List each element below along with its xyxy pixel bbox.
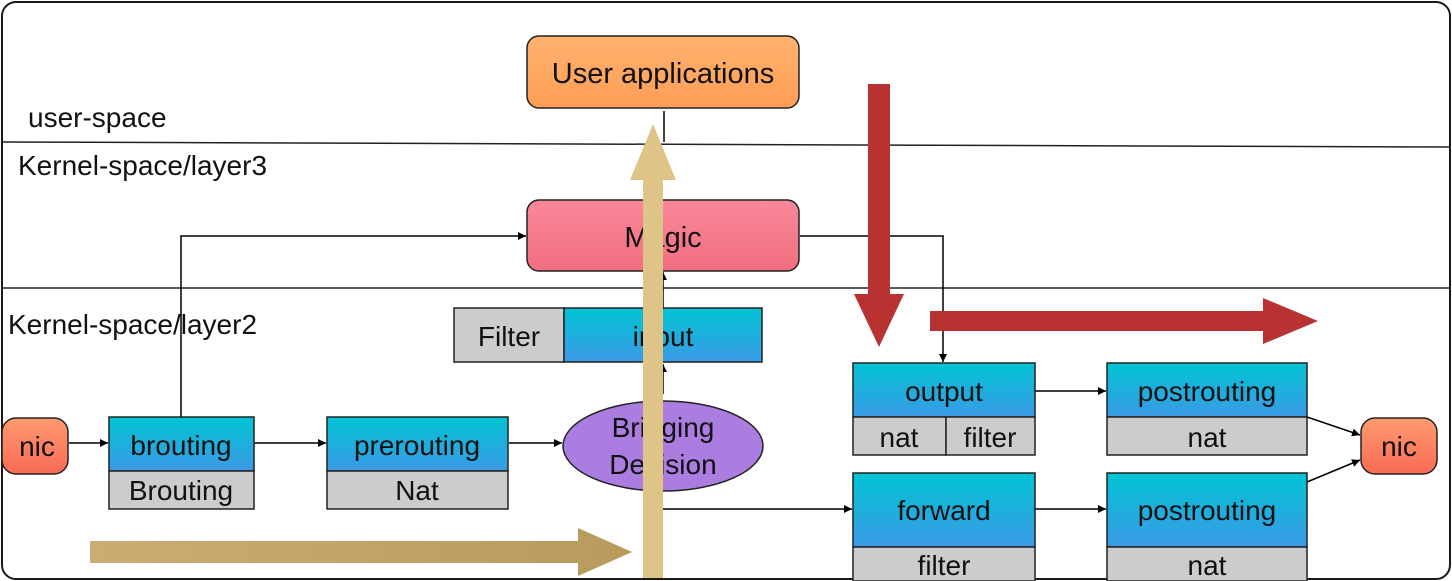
flow-arrow-ingress-right xyxy=(90,528,632,576)
brouting-hook-label: brouting xyxy=(130,430,231,461)
forward-hook-label: forward xyxy=(897,495,990,526)
forward-hook: forward filter xyxy=(852,472,1036,581)
output-table-filter-label: filter xyxy=(964,422,1017,453)
postrouting-bottom-table-label: nat xyxy=(1188,550,1227,581)
nic-ingress-label: nic xyxy=(19,431,55,462)
flow-arrow-up-to-apps xyxy=(630,124,676,578)
postrouting-bottom-hook-label: postrouting xyxy=(1138,495,1277,526)
nic-ingress: nic xyxy=(1,417,69,475)
brouting-table-label: Brouting xyxy=(129,475,233,506)
zone-label-user-space: user-space xyxy=(28,102,167,133)
output-hook: output nat filter xyxy=(852,362,1036,456)
prerouting-hook: prerouting Nat xyxy=(326,416,509,510)
nic-egress-label: nic xyxy=(1381,431,1417,462)
nic-egress: nic xyxy=(1360,417,1438,475)
brouting-hook: brouting Brouting xyxy=(108,416,255,510)
input-hook: Filter input xyxy=(453,307,763,363)
postrouting-top-hook: postrouting nat xyxy=(1106,362,1308,456)
connector-brouting-magic xyxy=(180,232,526,417)
prerouting-table-label: Nat xyxy=(395,475,439,506)
forward-table-label: filter xyxy=(918,550,971,581)
output-hook-label: output xyxy=(905,376,983,407)
output-table-nat-label: nat xyxy=(880,422,919,453)
zone-label-kernel-layer2: Kernel-space/layer2 xyxy=(8,309,257,340)
postrouting-top-hook-label: postrouting xyxy=(1138,376,1277,407)
prerouting-hook-label: prerouting xyxy=(354,430,480,461)
postrouting-bottom-hook: postrouting nat xyxy=(1106,472,1308,581)
user-applications-label: User applications xyxy=(552,58,774,90)
input-table-label: Filter xyxy=(478,321,540,352)
user-applications-box: User applications xyxy=(526,35,800,109)
flow-arrow-down-to-output xyxy=(854,84,904,347)
zone-label-kernel-layer3: Kernel-space/layer3 xyxy=(18,150,267,181)
connector-postrouting-nic-bottom xyxy=(1306,459,1361,483)
flow-arrow-egress-right xyxy=(930,298,1318,344)
input-hook-label: input xyxy=(633,321,694,352)
connector-postrouting-nic-top xyxy=(1306,416,1361,437)
divider-user-kernel3 xyxy=(1,141,1451,148)
postrouting-top-table-label: nat xyxy=(1188,422,1227,453)
